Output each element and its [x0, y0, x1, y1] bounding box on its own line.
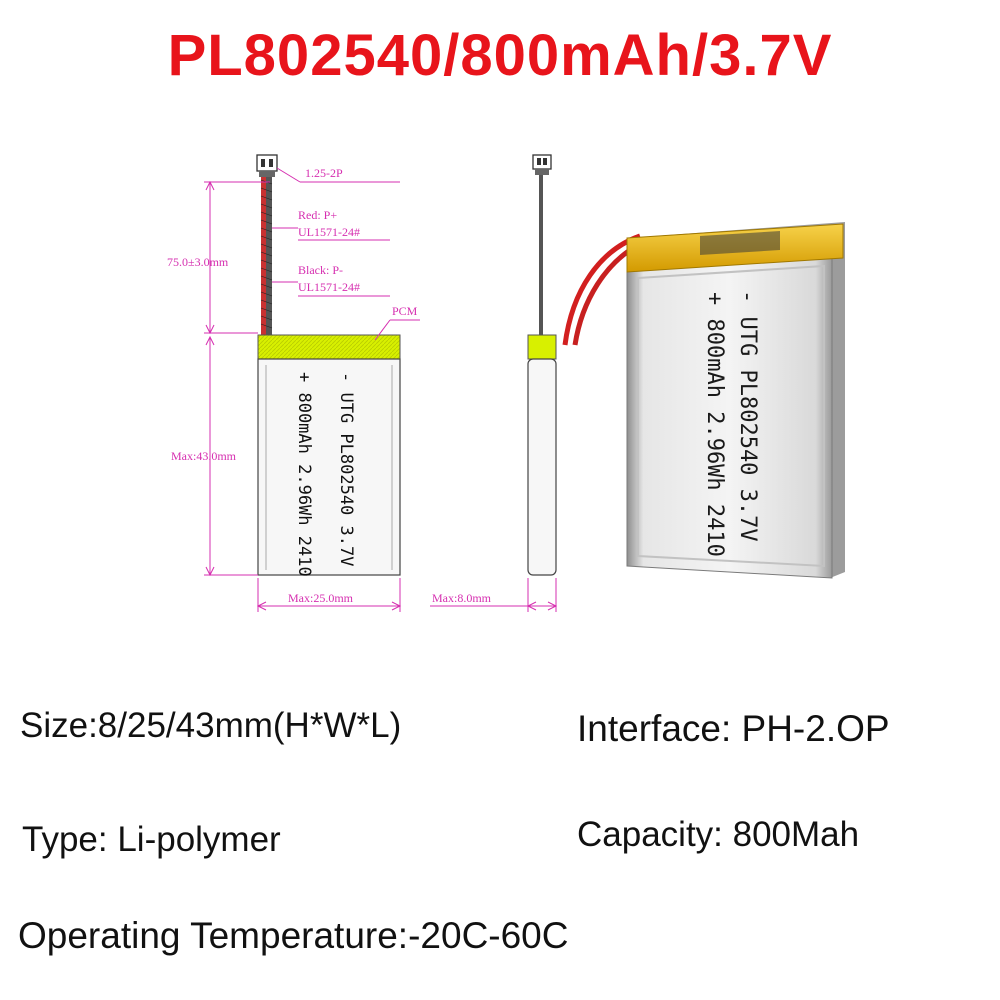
photo-battery-label-line2: + 800mAh 2.96Wh 2410 [702, 292, 727, 557]
red-wire-spec: UL1571-24# [298, 225, 360, 239]
black-wire-spec: UL1571-24# [298, 280, 360, 294]
cell-body [257, 358, 401, 576]
black-wire-label: Black: P- [298, 263, 343, 277]
spec-size: Size:8/25/43mm(H*W*L) [20, 706, 402, 745]
connector-icon [256, 154, 278, 177]
dimension-lines [204, 167, 558, 612]
spec-capacity: Capacity: 800Mah [577, 815, 860, 854]
lead-wires [260, 177, 273, 335]
spec-interface: Interface: PH-2.OP [577, 708, 890, 749]
connector-label: 1.25-2P [305, 166, 343, 180]
battery-photo: - UTG PL802540 3.7V + 800mAh 2.96Wh 2410 [562, 222, 845, 579]
spec-operating-temperature: Operating Temperature:-20C-60C [18, 915, 569, 956]
front-battery-label-line1: - UTG PL802540 3.7V [336, 372, 356, 566]
photo-battery-label-line1: - UTG PL802540 3.7V [735, 290, 760, 542]
lead-length-dimension: 75.0±3.0mm [167, 255, 229, 269]
side-view [527, 154, 557, 576]
max-width-dimension: Max:25.0mm [288, 591, 354, 605]
max-thickness-dimension: Max:8.0mm [432, 591, 492, 605]
front-battery-label-line2: + 800mAh 2.96Wh 2410 [294, 372, 314, 577]
max-length-dimension: Max:43.0mm [171, 449, 237, 463]
front-view: - UTG PL802540 3.7V + 800mAh 2.96Wh 2410 [256, 154, 401, 577]
pcm-label: PCM [392, 304, 418, 318]
pcm-board [257, 334, 401, 360]
product-title: PL802540/800mAh/3.7V [167, 23, 833, 88]
red-wire-label: Red: P+ [298, 208, 337, 222]
spec-type: Type: Li-polymer [22, 820, 281, 859]
